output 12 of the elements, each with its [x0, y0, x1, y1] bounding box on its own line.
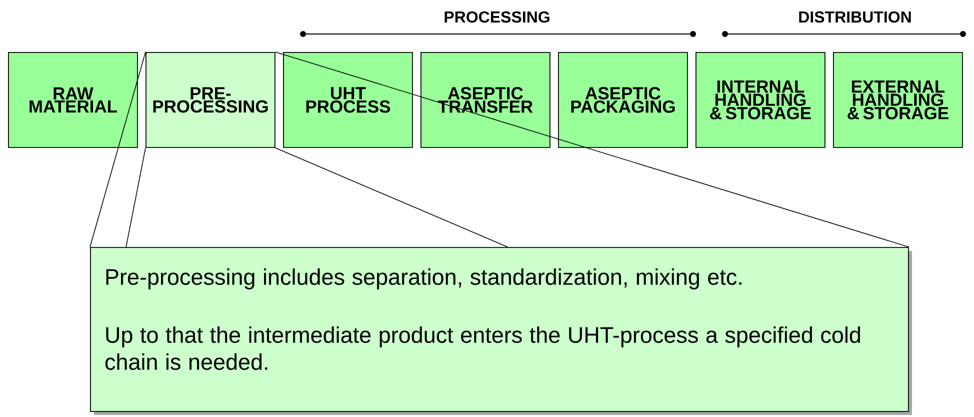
process-box: ASEPTIC PACKAGING — [558, 52, 688, 148]
process-box: PRE-PROCESSING — [146, 52, 276, 148]
section-label: PROCESSING — [444, 11, 550, 23]
section-label: DISTRIBUTION — [799, 11, 911, 23]
process-box: RAW MATERIAL — [8, 52, 138, 148]
process-box: INTERNAL HANDLING & STORAGE — [696, 52, 826, 148]
leader-line — [126, 148, 146, 248]
leader-line — [275, 148, 508, 248]
leader-line — [90, 52, 146, 248]
process-box: EXTERNAL HANDLING & STORAGE — [833, 52, 963, 148]
callout-box: Pre-processing includes separation, standardization, mixing etc. Up to that the intermediate product enters the UHT-process a specified cold chain is needed. — [90, 247, 909, 412]
process-box: UHT PROCESS — [283, 52, 413, 148]
